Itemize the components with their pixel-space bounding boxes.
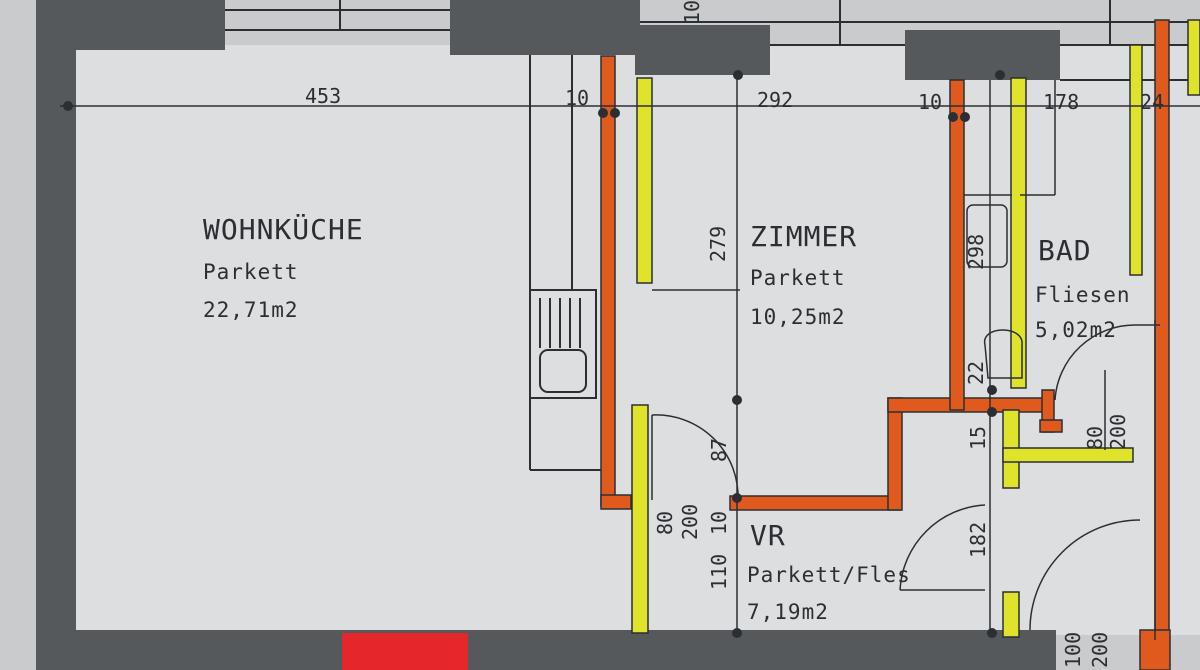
top-grid-lines <box>225 0 1200 81</box>
vr-floor: Parkett/Fles <box>747 563 911 587</box>
dim-zimmer-width: 292 <box>757 88 794 112</box>
door-entry-height: 200 <box>1088 631 1112 668</box>
bad-area: 5,02m2 <box>1035 318 1117 342</box>
dim-vr-left-10: 10 <box>707 510 731 535</box>
bad-name: BAD <box>1038 234 1092 267</box>
column-top-bad <box>905 30 1060 80</box>
dim-wohnkueche-width: 453 <box>305 84 342 108</box>
bad-floor: Fliesen <box>1035 283 1131 307</box>
zimmer-area: 10,25m2 <box>750 305 846 329</box>
dim-zimmer-height: 279 <box>706 225 730 262</box>
wohnkueche-name: WOHNKÜCHE <box>203 213 364 246</box>
orange-walls <box>600 19 1171 670</box>
dim-bad-width: 178 <box>1043 90 1080 114</box>
dim-wall-2: 10 <box>918 90 943 114</box>
zimmer-floor: Parkett <box>750 266 846 290</box>
zimmer-name: ZIMMER <box>750 220 858 253</box>
wohnkueche-floor: Parkett <box>203 260 299 284</box>
door-vr-zimmer-width: 80 <box>653 510 677 535</box>
red-marker <box>342 633 468 670</box>
outer-wall-bottom <box>36 630 1056 670</box>
wall-top-left <box>60 0 225 50</box>
dim-vr-left-110: 110 <box>707 553 731 590</box>
column-top-mid <box>450 0 640 55</box>
outer-wall-left <box>36 0 76 670</box>
dim-bad-wall: 15 <box>966 425 990 450</box>
dim-bad-small: 22 <box>964 360 988 385</box>
door-bad-height: 200 <box>1106 413 1130 450</box>
dim-wall-1: 10 <box>565 86 590 110</box>
dim-edge: 24 <box>1140 90 1165 114</box>
dim-door-opening: 87 <box>707 437 731 462</box>
vr-name: VR <box>750 519 786 552</box>
kitchen-counter <box>529 55 605 471</box>
dim-vr-width: 182 <box>966 521 990 558</box>
column-top-zimmer <box>635 25 770 75</box>
door-bad-width: 80 <box>1083 425 1107 450</box>
linework <box>60 73 1200 640</box>
dim-top-clipped: 10 <box>680 0 704 24</box>
drywall <box>631 19 1200 638</box>
wohnkueche-area: 22,71m2 <box>203 298 299 322</box>
dim-bad-side: 298 <box>964 233 988 270</box>
dimension-markers <box>63 70 1005 638</box>
vr-area: 7,19m2 <box>747 600 829 624</box>
door-vr-zimmer-height: 200 <box>678 503 702 540</box>
door-entry-width: 100 <box>1061 631 1085 668</box>
